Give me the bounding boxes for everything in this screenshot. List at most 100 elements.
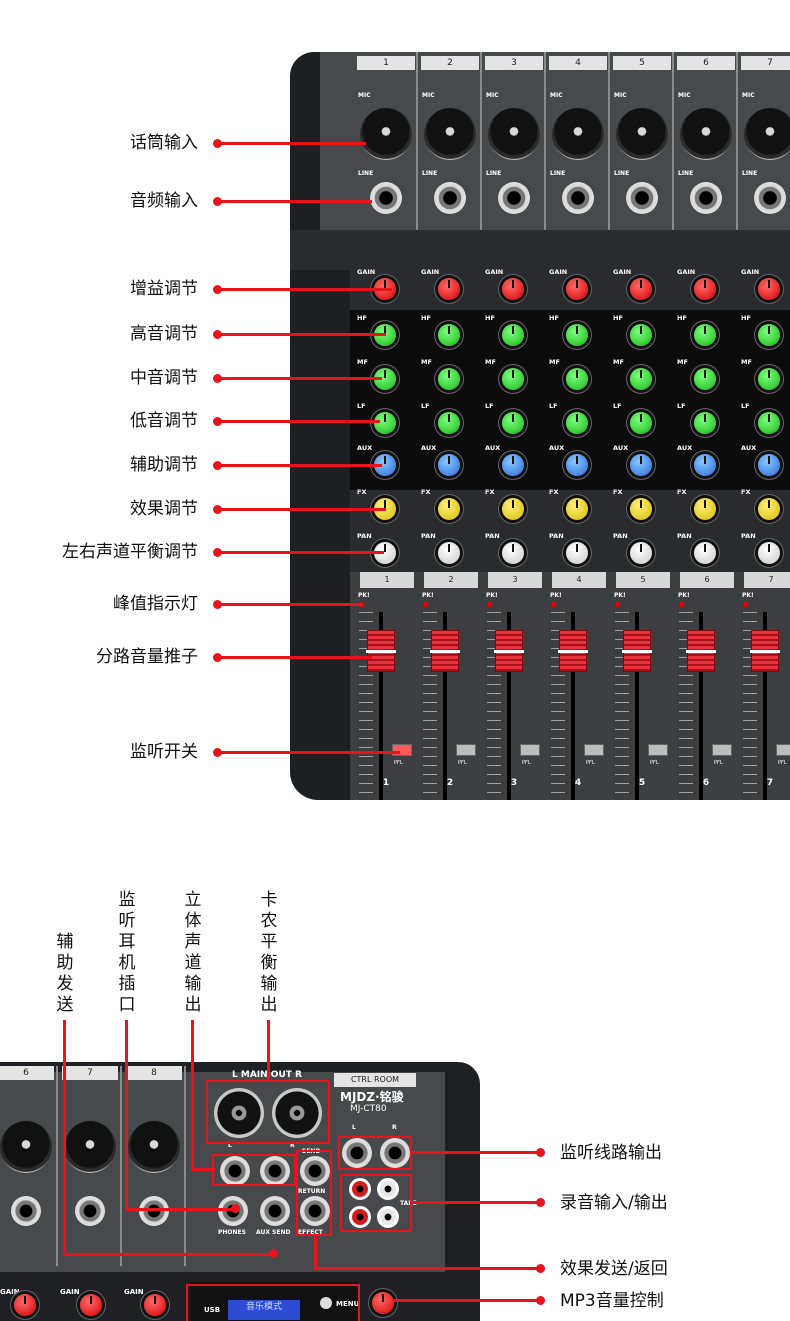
pan-knob[interactable]: [438, 542, 460, 564]
pfl-button[interactable]: [456, 744, 476, 756]
pan-knob[interactable]: [374, 542, 396, 564]
aux-knob[interactable]: [694, 454, 716, 476]
pan-knob[interactable]: [502, 542, 524, 564]
channel-tab: 4: [552, 572, 606, 588]
annotation-label: 增益调节: [130, 279, 198, 299]
pfl-button[interactable]: [520, 744, 540, 756]
hf-knob[interactable]: [630, 324, 652, 346]
aux-knob[interactable]: [630, 454, 652, 476]
channel-tab: 6: [680, 572, 734, 588]
hf-knob[interactable]: [438, 324, 460, 346]
channel-fader[interactable]: [366, 630, 396, 672]
gain-knob[interactable]: [694, 278, 716, 300]
pan-knob[interactable]: [758, 542, 780, 564]
effect-highlight: [296, 1150, 332, 1236]
gain-knob[interactable]: [630, 278, 652, 300]
aux-knob[interactable]: [502, 454, 524, 476]
channel-number-bottom: 6: [702, 778, 710, 788]
line-jack-input: [434, 182, 466, 214]
mf-knob[interactable]: [438, 368, 460, 390]
lf-knob[interactable]: [758, 412, 780, 434]
fx-knob[interactable]: [566, 498, 588, 520]
mp3-lcd-display: 音乐模式: [228, 1300, 300, 1320]
channel-number-bottom: 7: [766, 778, 774, 788]
channel-fader[interactable]: [558, 630, 588, 672]
aux-knob[interactable]: [758, 454, 780, 476]
line-jack-input: [562, 182, 594, 214]
gain-knob[interactable]: [438, 278, 460, 300]
gain-knob[interactable]: [758, 278, 780, 300]
pfl-button[interactable]: [584, 744, 604, 756]
fx-return-jack: [300, 1196, 330, 1226]
pan-knob[interactable]: [630, 542, 652, 564]
fx-knob[interactable]: [438, 498, 460, 520]
mf-knob[interactable]: [374, 368, 396, 390]
aux-knob[interactable]: [438, 454, 460, 476]
channel-fader[interactable]: [430, 630, 460, 672]
fader-track: [379, 612, 383, 800]
fx-knob[interactable]: [630, 498, 652, 520]
mf-knob[interactable]: [694, 368, 716, 390]
channel-fader[interactable]: [750, 630, 780, 672]
hf-knob[interactable]: [758, 324, 780, 346]
fader-track: [635, 612, 639, 800]
fx-knob[interactable]: [502, 498, 524, 520]
channel-number: 6: [0, 1066, 54, 1080]
lf-knob[interactable]: [694, 412, 716, 434]
mp3-highlight: [186, 1284, 360, 1321]
pan-knob[interactable]: [694, 542, 716, 564]
lf-knob[interactable]: [438, 412, 460, 434]
gain-knob[interactable]: [502, 278, 524, 300]
pfl-button[interactable]: [776, 744, 790, 756]
fx-knob[interactable]: [758, 498, 780, 520]
gain-knob[interactable]: [144, 1294, 166, 1316]
stereo-out-left-jack: [220, 1156, 250, 1186]
lf-knob[interactable]: [502, 412, 524, 434]
channel-fader[interactable]: [686, 630, 716, 672]
channel-number: 1: [357, 56, 415, 70]
annotation-line: [217, 656, 372, 659]
mic-xlr-input: [0, 1121, 52, 1173]
mf-knob[interactable]: [566, 368, 588, 390]
mp3-volume-knob[interactable]: [372, 1292, 394, 1314]
gain-knob[interactable]: [14, 1294, 36, 1316]
hf-knob[interactable]: [502, 324, 524, 346]
stereo-out-right-jack: [260, 1156, 290, 1186]
mf-knob[interactable]: [758, 368, 780, 390]
lf-knob[interactable]: [374, 412, 396, 434]
vertical-annotation: 立体声道输出: [184, 890, 202, 1015]
vertical-annotation: 监听耳机插口: [118, 890, 136, 1015]
mf-knob[interactable]: [502, 368, 524, 390]
hf-knob[interactable]: [694, 324, 716, 346]
lf-knob[interactable]: [630, 412, 652, 434]
pfl-button[interactable]: [392, 744, 412, 756]
aux-knob[interactable]: [374, 454, 396, 476]
gain-knob[interactable]: [566, 278, 588, 300]
channel-fader[interactable]: [494, 630, 524, 672]
back-channel-strip: 7: [58, 1066, 122, 1266]
annotation-line: [217, 288, 392, 291]
annotation-line: [217, 420, 380, 423]
fader-track: [443, 612, 447, 800]
gain-knob[interactable]: [80, 1294, 102, 1316]
fx-knob[interactable]: [694, 498, 716, 520]
lf-knob[interactable]: [566, 412, 588, 434]
aux-knob[interactable]: [566, 454, 588, 476]
tape-in-left-rca: [377, 1178, 399, 1200]
annotation-label: 低音调节: [130, 411, 198, 431]
pan-knob[interactable]: [566, 542, 588, 564]
fader-track: [571, 612, 575, 800]
mic-xlr-input: [616, 108, 668, 160]
channel-number: 6: [677, 56, 735, 70]
menu-button[interactable]: [320, 1297, 332, 1309]
pfl-button[interactable]: [648, 744, 668, 756]
hf-knob[interactable]: [566, 324, 588, 346]
pfl-button[interactable]: [712, 744, 732, 756]
line-jack-input: [370, 182, 402, 214]
channel-fader[interactable]: [622, 630, 652, 672]
peak-led: [487, 602, 492, 607]
mf-knob[interactable]: [630, 368, 652, 390]
